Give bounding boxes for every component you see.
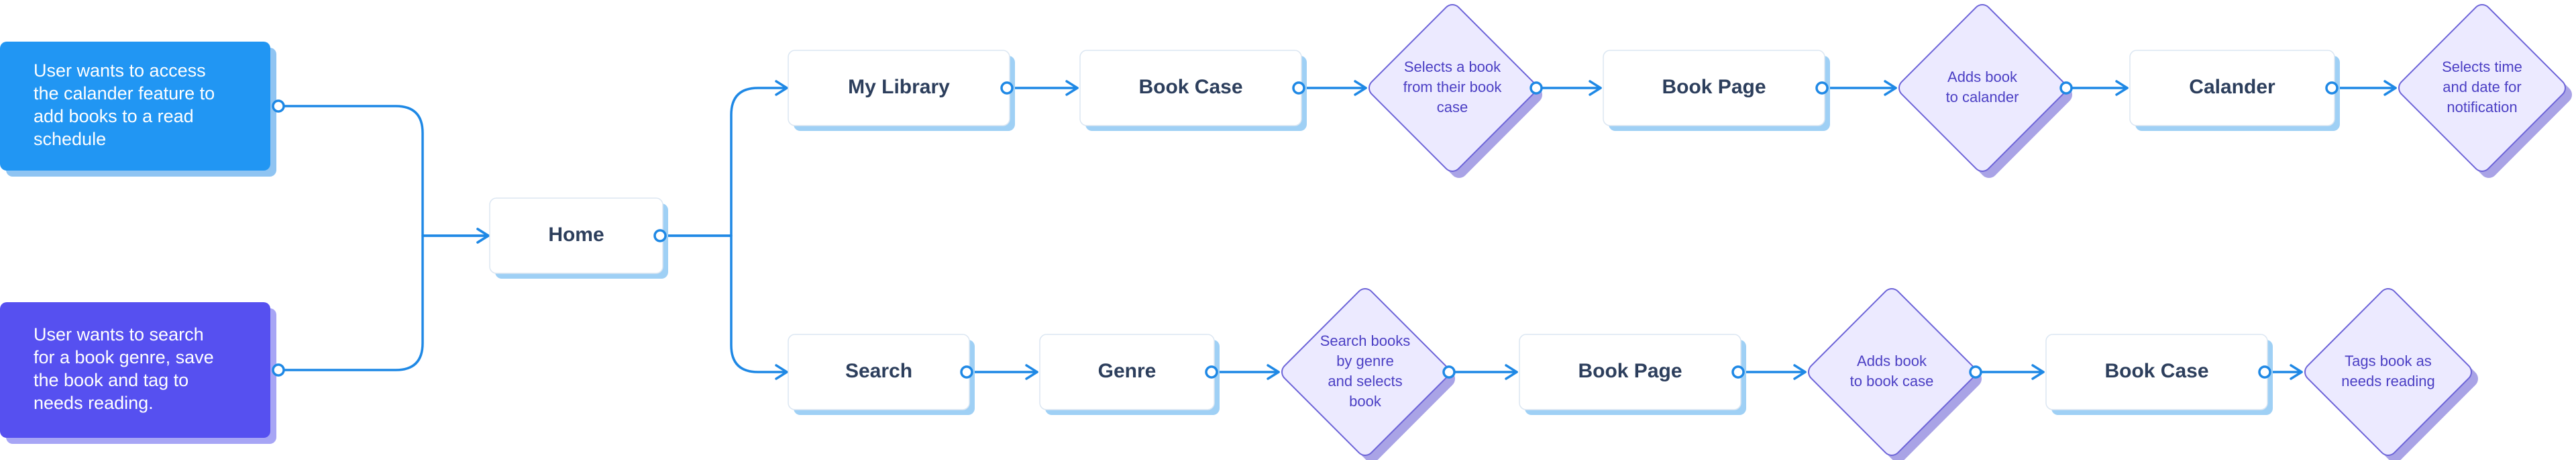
step-add-calendar[interactable]: Adds book to calander: [1898, 4, 2072, 178]
step-tag-book[interactable]: Tags book as needs reading: [2304, 288, 2478, 460]
connector-port: [2059, 81, 2073, 95]
connector-port: [1969, 365, 1982, 379]
connector-port: [653, 229, 667, 242]
node-body: [0, 42, 270, 171]
node-body: [1809, 289, 1974, 455]
node-text-line: Search books: [1320, 332, 1411, 349]
connector-port: [1529, 81, 1543, 95]
hub-node-home[interactable]: Home: [489, 197, 668, 279]
step-search[interactable]: Search: [788, 334, 975, 415]
node-text-line: for a book genre, save: [34, 347, 214, 367]
node-text-line: Tags book as: [2345, 353, 2432, 369]
node-label: Search: [845, 360, 912, 382]
node-text-line: Selects time: [2442, 58, 2522, 75]
connector-home-to-search-flow: [659, 234, 788, 380]
node-label: Calander: [2189, 76, 2275, 98]
node-body: [0, 302, 270, 438]
node-body: [1283, 289, 1448, 455]
connector-port: [1292, 81, 1305, 95]
connector-port: [1000, 81, 1014, 95]
node-body: [1370, 5, 1535, 171]
connector-port: [1205, 365, 1218, 379]
node-text-line: needs reading.: [34, 393, 154, 413]
step-genre[interactable]: Genre: [1039, 334, 1220, 415]
node-text-line: Adds book: [1857, 353, 1927, 369]
ports: [272, 81, 2339, 379]
node-text-line: to calander: [1946, 89, 2019, 105]
node-text-line: notification: [2447, 99, 2517, 116]
node-text-line: Selects a book: [1404, 58, 1501, 75]
node-body: [2306, 289, 2471, 455]
node-text-line: case: [1437, 99, 1468, 116]
node-label: Book Page: [1662, 76, 1766, 98]
node-text-line: schedule: [34, 129, 106, 149]
node-text-line: by genre: [1336, 353, 1394, 369]
node-text-line: Adds book: [1947, 68, 2018, 85]
node-text-line: User wants to access: [34, 60, 206, 81]
start-node-start-search[interactable]: User wants to search for a book genre, sa…: [0, 302, 276, 444]
node-text-line: book: [1349, 393, 1382, 410]
connector-port: [960, 365, 973, 379]
step-book-page-2[interactable]: Book Page: [1519, 334, 1746, 415]
node-text-line: add books to a read: [34, 106, 194, 126]
node-body: [2400, 5, 2565, 171]
step-search-genre[interactable]: Search books by genre and selects book: [1281, 288, 1455, 460]
connector-port: [1815, 81, 1829, 95]
connector-port: [1731, 365, 1745, 379]
node-label: Home: [548, 224, 604, 246]
node-text-line: and date for: [2443, 79, 2521, 95]
node-body: [1900, 5, 2065, 171]
node-text-line: and selects: [1328, 373, 1402, 389]
connector-port: [2258, 365, 2271, 379]
connector-start-to-home: [277, 228, 490, 371]
step-select-time[interactable]: Selects time and date for notification: [2398, 4, 2572, 178]
step-add-bookcase[interactable]: Adds book to book case: [1808, 288, 1982, 460]
connector-port: [2325, 81, 2339, 95]
step-my-library[interactable]: My Library: [788, 50, 1015, 131]
node-text-line: from their book: [1403, 79, 1503, 95]
node-label: Book Case: [2104, 360, 2208, 382]
connector-start-to-home: [277, 105, 490, 244]
node-text-line: the calander feature to: [34, 83, 215, 103]
connector-home-to-calendar-flow: [659, 80, 788, 237]
connector-port: [272, 363, 285, 377]
node-label: My Library: [848, 76, 950, 98]
node-text-line: to book case: [1850, 373, 1934, 389]
step-book-case[interactable]: Book Case: [1079, 50, 1307, 131]
node-text-line: User wants to search: [34, 324, 204, 344]
node-label: Book Page: [1578, 360, 1682, 382]
connector-port: [1442, 365, 1456, 379]
node-label: Book Case: [1138, 76, 1242, 98]
step-calander[interactable]: Calander: [2129, 50, 2340, 131]
step-select-book[interactable]: Selects a book from their book case: [1368, 4, 1542, 178]
node-text-line: needs reading: [2341, 373, 2434, 389]
step-book-page[interactable]: Book Page: [1603, 50, 1830, 131]
step-book-case-2[interactable]: Book Case: [2045, 334, 2273, 415]
node-text-line: the book and tag to: [34, 370, 189, 390]
node-label: Genre: [1098, 360, 1157, 382]
connector-port: [272, 99, 285, 113]
connectors: [277, 80, 2397, 380]
